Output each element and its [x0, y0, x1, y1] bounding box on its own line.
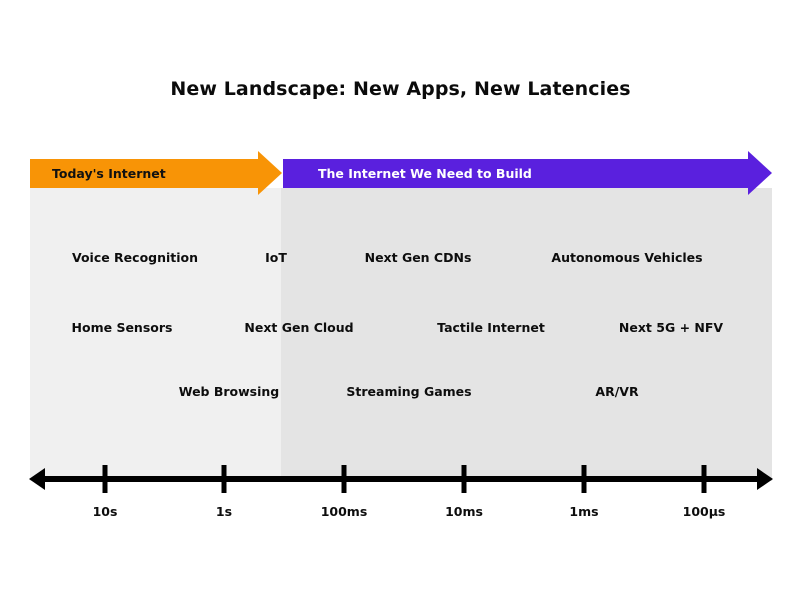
arrow-head-icon: [748, 151, 772, 195]
axis-tick-label: 10s: [92, 504, 118, 519]
app-label: Next 5G + NFV: [618, 320, 724, 335]
axis-tick-label: 1ms: [569, 504, 599, 519]
today-region-panel: [30, 188, 281, 481]
app-label: AR/VR: [595, 384, 639, 399]
app-label: Next Gen CDNs: [364, 250, 472, 265]
axis-tick-label: 10ms: [445, 504, 483, 519]
app-label: Next Gen Cloud: [244, 320, 354, 335]
axis-tick: [461, 465, 467, 493]
axis-tick-label: 100ms: [320, 504, 368, 519]
axis-tick-label: 1s: [215, 504, 233, 519]
axis-tick: [102, 465, 108, 493]
axis-line: [40, 476, 762, 482]
axis-arrow-left-icon: [29, 468, 45, 490]
future-region-panel: [281, 188, 772, 481]
app-label: Autonomous Vehicles: [551, 250, 703, 265]
axis-tick: [221, 465, 227, 493]
axis-tick-label: 100µs: [682, 504, 726, 519]
band-todays-internet: Today's Internet: [30, 151, 282, 195]
app-label: Tactile Internet: [437, 320, 545, 335]
page-title: New Landscape: New Apps, New Latencies: [170, 78, 631, 100]
axis-tick: [701, 465, 707, 493]
app-label: Voice Recognition: [71, 250, 199, 265]
axis-tick: [581, 465, 587, 493]
band-internet-to-build: The Internet We Need to Build: [283, 151, 772, 195]
app-label: Home Sensors: [71, 320, 173, 335]
app-label: Streaming Games: [346, 384, 472, 399]
axis-tick: [341, 465, 347, 493]
band-shaft: [30, 159, 258, 188]
axis-arrow-right-icon: [757, 468, 773, 490]
band-label-todays-internet: Today's Internet: [52, 166, 166, 181]
band-label-internet-to-build: The Internet We Need to Build: [318, 166, 532, 181]
app-label: IoT: [265, 250, 287, 265]
app-label: Web Browsing: [178, 384, 280, 399]
arrow-head-icon: [258, 151, 282, 195]
band-shaft: [283, 159, 748, 188]
